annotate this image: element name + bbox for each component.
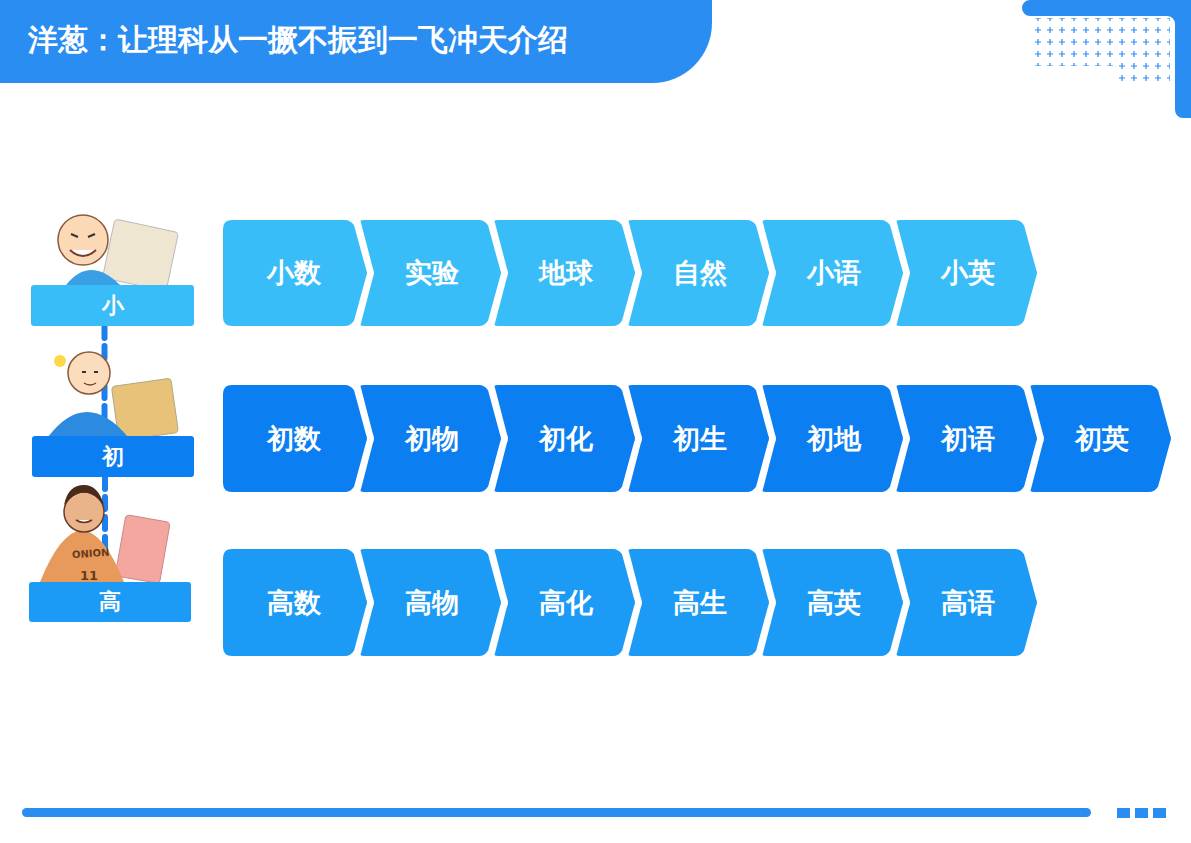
subject-label: 初物	[405, 421, 459, 457]
subject-label: 初地	[807, 421, 861, 457]
subject-chevron: 初英	[1026, 384, 1173, 493]
title-banner: 洋葱：让理科从一撅不振到一飞冲天介绍	[0, 0, 712, 83]
footer-bar	[22, 808, 1091, 817]
subject-label: 高生	[673, 585, 727, 621]
subject-label: 初英	[1075, 421, 1129, 457]
subject-chevron: 高物	[356, 548, 503, 657]
subject-chevron: 初数	[222, 384, 369, 493]
avatar-teen	[48, 352, 178, 441]
level-label: 初	[102, 442, 124, 472]
subject-label: 高化	[539, 585, 593, 621]
subject-label: 小数	[267, 255, 321, 291]
subject-chevron: 实验	[356, 219, 503, 327]
subject-chevron: 初物	[356, 384, 503, 493]
subject-label: 初语	[941, 421, 995, 457]
subject-chevron: 初化	[490, 384, 637, 493]
subject-label: 小语	[807, 255, 861, 291]
plus-grid	[1030, 18, 1170, 66]
subject-chevron: 高生	[624, 548, 771, 657]
subject-chevron: 小语	[758, 219, 905, 327]
subject-label: 初数	[267, 421, 321, 457]
subject-label: 高英	[807, 585, 861, 621]
subject-label: 自然	[673, 255, 727, 291]
avatar-child	[58, 215, 179, 291]
subject-chevron: 自然	[624, 219, 771, 327]
level-box: 初	[32, 436, 194, 477]
subject-chevron: 初语	[892, 384, 1039, 493]
subject-label: 高语	[941, 585, 995, 621]
subject-chevron: 高英	[758, 548, 905, 657]
avatar-senior	[40, 485, 170, 584]
subject-label: 高数	[267, 585, 321, 621]
subject-label: 小英	[941, 255, 995, 291]
plus-grid	[1115, 66, 1170, 86]
subject-chevron: 初地	[758, 384, 905, 493]
title-text: 洋葱：让理科从一撅不振到一飞冲天介绍	[28, 20, 568, 61]
level-box: 小	[31, 285, 194, 326]
subject-chevron: 小数	[222, 219, 369, 327]
level-label: 小	[102, 291, 124, 321]
subject-chevron: 初生	[624, 384, 771, 493]
subject-label: 高物	[405, 585, 459, 621]
subject-label: 初化	[539, 421, 593, 457]
subject-chevron: 高化	[490, 548, 637, 657]
subject-label: 地球	[539, 255, 593, 291]
subject-chevron: 地球	[490, 219, 637, 327]
subject-chevron: 小英	[892, 219, 1039, 327]
footer-square	[1117, 808, 1130, 818]
corner-frame	[1022, 0, 1191, 118]
jersey-text: 11	[80, 568, 98, 583]
subject-label: 初生	[673, 421, 727, 457]
level-box: 高	[29, 582, 191, 622]
subject-label: 实验	[405, 255, 459, 291]
footer-square	[1135, 808, 1148, 818]
subject-chevron: 高语	[892, 548, 1039, 657]
level-label: 高	[99, 587, 121, 617]
footer-square	[1153, 808, 1166, 818]
subject-chevron: 高数	[222, 548, 369, 657]
